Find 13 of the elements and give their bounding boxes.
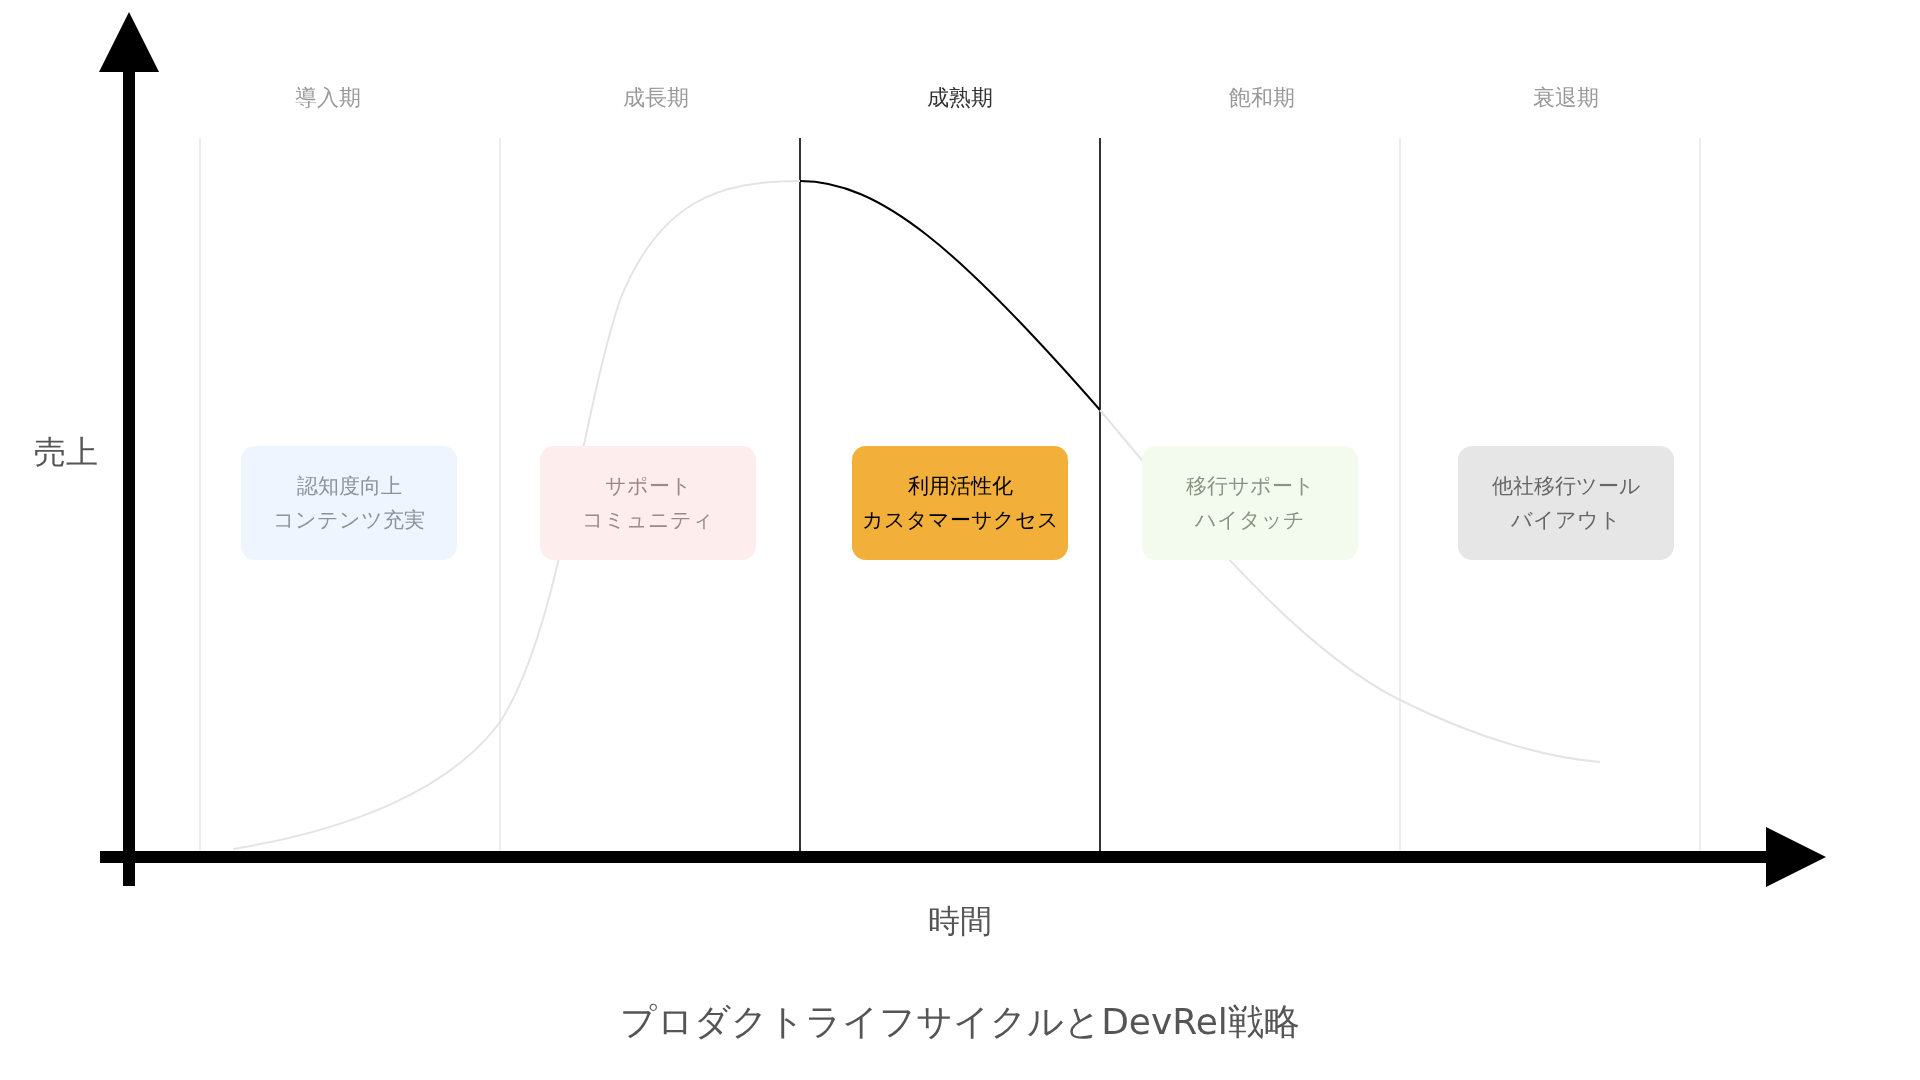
strategy-box: 認知度向上 コンテンツ充実	[241, 446, 457, 560]
axis-label: 時間	[928, 901, 992, 942]
phase-label: 成熟期	[927, 84, 993, 112]
phase-label: 成長期	[623, 84, 689, 112]
caption: プロダクトライフサイクルとDevRel戦略	[620, 999, 1300, 1044]
strategy-box: サポート コミュニティ	[540, 446, 756, 560]
strategy-box: 移行サポート ハイタッチ	[1142, 446, 1358, 560]
phase-label: 衰退期	[1533, 84, 1599, 112]
strategy-box: 他社移行ツール バイアウト	[1458, 446, 1674, 560]
axis-label: 売上	[34, 432, 98, 473]
phase-label: 飽和期	[1229, 84, 1295, 112]
strategy-box: 利用活性化 カスタマーサクセス	[852, 446, 1068, 560]
phase-label: 導入期	[295, 84, 361, 112]
